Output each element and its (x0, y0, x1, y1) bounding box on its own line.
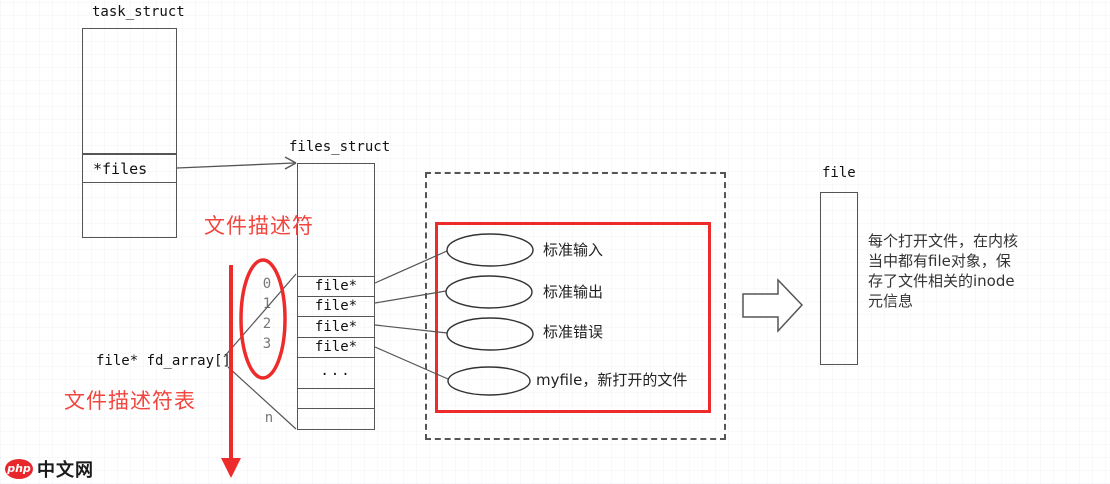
open-files-highlight-rect (435, 222, 711, 413)
annotation-fd-table: 文件描述符表 (64, 389, 196, 413)
open-file-label-myfile: myfile，新打开的文件 (536, 371, 688, 389)
files-struct-box: file* file* file* file* ... (297, 163, 375, 430)
task-struct-divider-top (83, 153, 176, 155)
right-block-arrow-icon (742, 278, 804, 333)
open-file-label-stderr: 标准错误 (543, 323, 604, 341)
fd-table-row-ellipsis: ... (298, 357, 374, 388)
fd-table-row-empty (298, 408, 374, 429)
file-box-title: file (822, 165, 856, 181)
open-file-label-stdout: 标准输出 (543, 283, 604, 301)
fd-table-row: file* (298, 296, 374, 316)
file-object-box (820, 192, 858, 365)
file-note-line: 元信息 (868, 292, 914, 310)
fd-table-row-empty (298, 388, 374, 408)
file-note-line: 每个打开文件，在内核 (868, 232, 1019, 250)
fd-table-row: file* (298, 276, 374, 296)
open-file-label-stdin: 标准输入 (543, 241, 604, 259)
task-to-files-arrow (176, 156, 297, 170)
file-note-line: 存了文件相关的inode (868, 272, 1015, 290)
fd-table-row: file* (298, 316, 374, 337)
fd-table-row: file* (298, 337, 374, 357)
files-struct-title: files_struct (289, 139, 391, 155)
task-struct-files-field: *files (93, 160, 148, 178)
php-cn-logo: php 中文网 (5, 456, 94, 482)
fd-array-label: file* fd_array[] (96, 353, 231, 369)
fd-index-3: 3 (262, 336, 272, 352)
file-note-text: 每个打开文件，在内核 当中都有file对象，保 存了文件相关的inode 元信息 (868, 231, 1058, 311)
task-struct-title: task_struct (92, 4, 185, 20)
open-files-dashed-box (425, 172, 726, 440)
file-note-line: 当中都有file对象，保 (868, 252, 1011, 270)
fd-index-2: 2 (262, 316, 272, 332)
fd-index-0: 0 (262, 276, 272, 292)
php-logo-text: 中文网 (37, 460, 94, 481)
red-down-arrow-icon (221, 265, 241, 478)
fd-index-n: n (264, 410, 274, 426)
task-struct-box: *files (82, 28, 177, 238)
php-logo-badge-icon: php (5, 459, 33, 479)
fd-index-1: 1 (262, 296, 272, 312)
task-struct-divider-bottom (83, 182, 176, 183)
annotation-fd-descriptor: 文件描述符 (204, 214, 314, 238)
